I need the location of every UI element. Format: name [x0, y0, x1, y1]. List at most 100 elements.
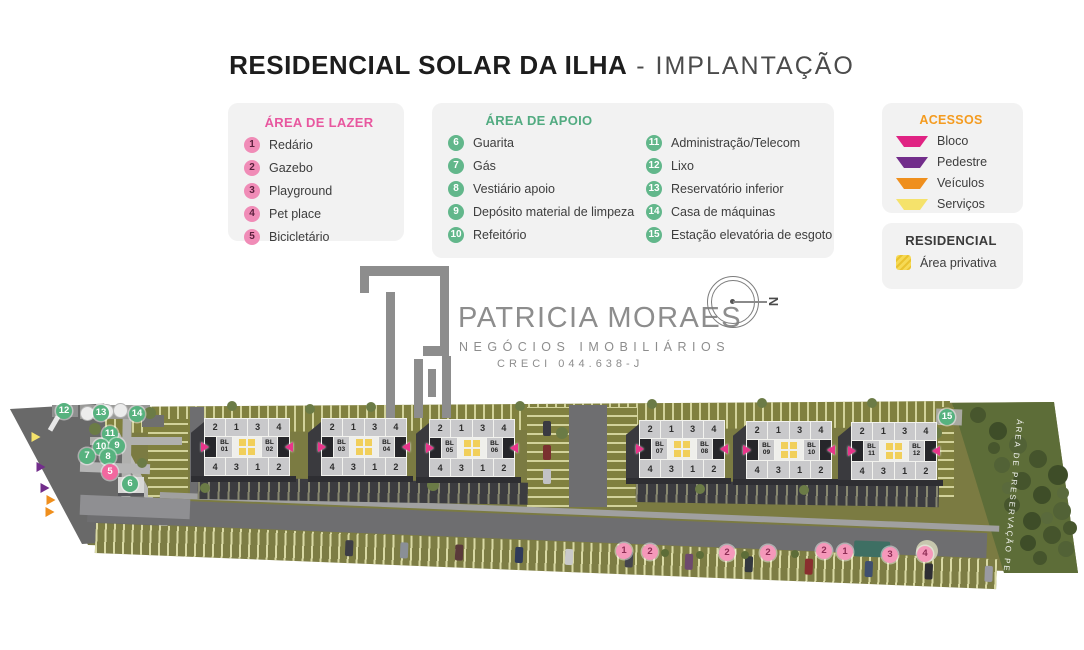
plan-badge-3: 3	[882, 547, 898, 563]
legend-number-badge: 3	[244, 183, 260, 199]
block-entry-right	[820, 439, 835, 461]
private-area-units	[458, 437, 486, 459]
street-access-marker	[36, 462, 46, 472]
tree	[1004, 497, 1020, 513]
parked-car	[543, 445, 551, 460]
legend-number-badge: 12	[646, 158, 662, 174]
plan-badge-13: 13	[93, 405, 109, 421]
tree	[556, 427, 568, 439]
tree	[515, 401, 525, 411]
unit-number: 2	[810, 461, 831, 478]
legend-item: 3 Playground	[244, 183, 404, 199]
tree	[1053, 502, 1071, 520]
tree	[994, 457, 1010, 473]
water-tank	[113, 403, 128, 418]
tree	[1009, 436, 1027, 454]
legend-item-label: Redário	[269, 138, 313, 152]
unit-number: 2	[915, 462, 936, 479]
legend-item: Pedestre	[896, 155, 1023, 169]
tree	[989, 422, 1007, 440]
unit-number: 3	[873, 462, 894, 479]
unit-number: 3	[451, 459, 472, 476]
compass-north-letter: N	[766, 296, 782, 307]
unit-number: 3	[472, 420, 493, 437]
tree	[1020, 535, 1036, 551]
unit-number: 3	[768, 461, 789, 478]
page-title: RESIDENCIAL SOLAR DA ILHA - IMPLANTAÇÃO	[0, 50, 1084, 81]
parked-car	[924, 563, 934, 580]
unit-number: 3	[226, 458, 247, 475]
block-entry-arrow-icon	[201, 442, 209, 452]
block-entry-right	[278, 436, 293, 458]
internal-road-central	[569, 405, 607, 507]
plan-badge-6: 6	[122, 476, 138, 492]
unit-number: 4	[385, 419, 406, 436]
unit-number: 1	[451, 420, 472, 437]
parked-car	[564, 548, 574, 566]
unit-number: 4	[322, 458, 343, 475]
tree	[988, 442, 1000, 454]
tree	[867, 398, 877, 408]
parked-car	[514, 546, 524, 564]
legend-item-label: Vestiário apoio	[473, 182, 556, 196]
tree	[695, 484, 705, 494]
access-triangle-icon	[896, 156, 928, 168]
legend-item-label: Lixo	[671, 159, 694, 173]
plan-badge-2: 2	[719, 545, 735, 561]
tree	[661, 549, 669, 557]
legend-item-label: Administração/Telecom	[671, 136, 801, 150]
legend-item: Veículos	[896, 176, 1023, 190]
tree	[1041, 512, 1053, 524]
access-triangle-icon	[896, 135, 928, 147]
parked-car	[344, 540, 354, 557]
block-entry-arrow-icon	[510, 443, 518, 453]
unit-number: 3	[682, 421, 703, 438]
block-entry-arrow-icon	[720, 444, 728, 454]
parking-rows-left	[148, 419, 188, 497]
unit-number: 1	[789, 461, 810, 478]
legend-item-label: Casa de máquinas	[671, 205, 776, 219]
block-entry-arrow-icon	[636, 444, 644, 454]
unit-number: 2	[640, 421, 661, 438]
legend-item-label: Playground	[269, 184, 333, 198]
plan-badge-15: 15	[939, 409, 955, 425]
block-entry-arrow-icon	[743, 445, 751, 455]
street-access-marker	[31, 432, 41, 442]
block-entry-right	[503, 437, 518, 459]
tree	[1002, 482, 1014, 494]
unit-number: 3	[894, 423, 915, 440]
plan-badge-1: 1	[837, 544, 853, 560]
block-entry-arrow-icon	[848, 446, 856, 456]
block-entry-arrow-icon	[402, 442, 410, 452]
unit-number: 3	[343, 458, 364, 475]
parked-car	[454, 544, 464, 561]
legend-item-label: Estação elevatória de esgoto	[671, 228, 833, 242]
block-entry-arrow-icon	[932, 446, 940, 456]
plan-badge-7: 7	[79, 448, 95, 464]
unit-number: 4	[915, 423, 936, 440]
block-entry-left	[636, 438, 651, 460]
legend-number-badge: 5	[244, 229, 260, 245]
legend-item-label: Pedestre	[937, 155, 988, 169]
parked-car	[984, 565, 993, 583]
unit-number: 2	[493, 459, 514, 476]
unit-number: 4	[747, 461, 768, 478]
plan-badge-2: 2	[760, 545, 776, 561]
tree	[970, 407, 986, 423]
